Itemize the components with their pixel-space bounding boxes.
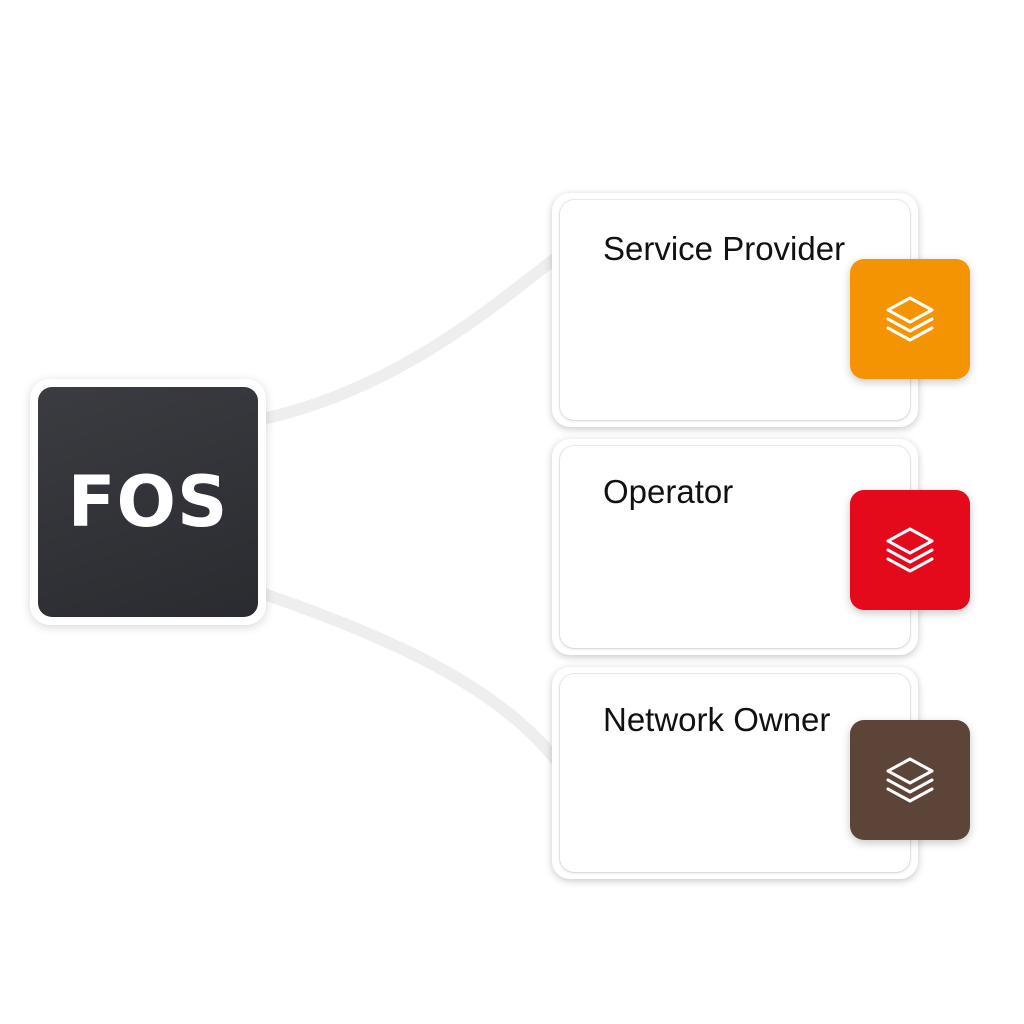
layers-icon xyxy=(886,296,934,342)
fos-label: FOS xyxy=(67,461,229,543)
connector-to-service-provider xyxy=(252,252,562,426)
card-inner-panel: Service Provider xyxy=(560,200,910,420)
service-provider-label: Service Provider xyxy=(603,230,846,267)
service-provider-card: Service Provider xyxy=(552,193,918,427)
layers-icon xyxy=(886,757,934,803)
network-owner-badge xyxy=(850,720,970,840)
operator-label: Operator xyxy=(603,473,734,510)
connector-to-network-owner xyxy=(252,586,562,766)
network-owner-label: Network Owner xyxy=(603,701,831,738)
service-provider-badge xyxy=(850,259,970,379)
fos-node: FOS xyxy=(38,387,258,617)
layers-icon xyxy=(886,527,934,573)
network-owner-card: Network Owner xyxy=(552,667,918,879)
operator-badge xyxy=(850,490,970,610)
